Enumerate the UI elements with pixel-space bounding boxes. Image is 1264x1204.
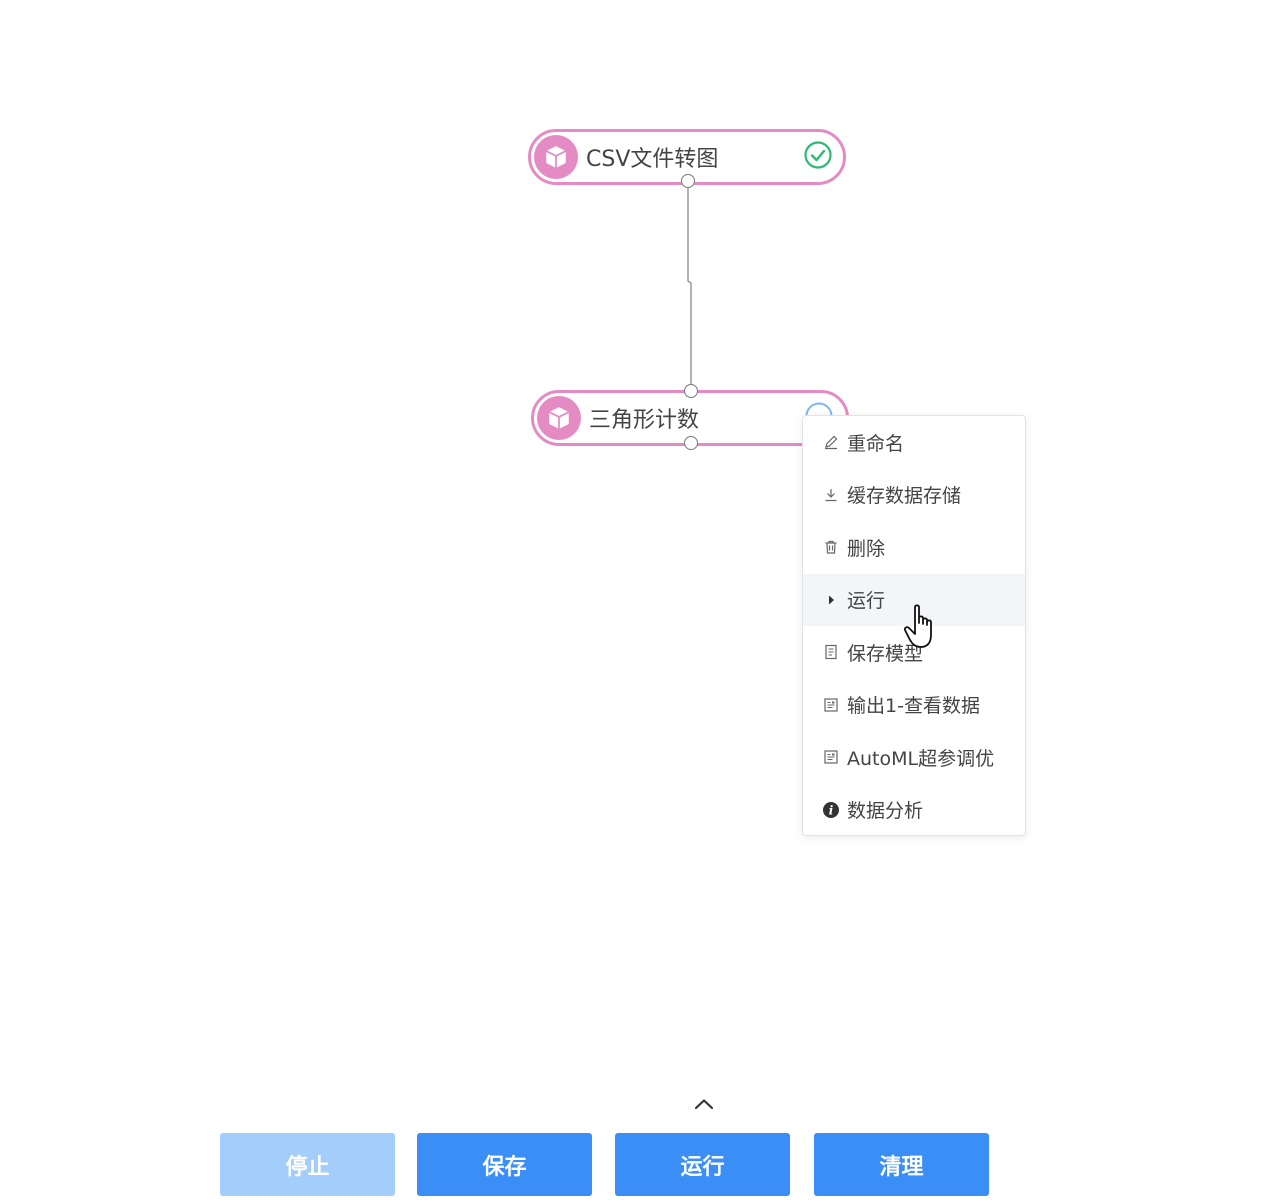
data-view-icon bbox=[822, 748, 840, 766]
menu-item-label: AutoML超参调优 bbox=[847, 747, 995, 770]
menu-item-automl-tuning[interactable]: AutoML超参调优 bbox=[803, 731, 1025, 784]
menu-item-run[interactable]: 运行 bbox=[803, 573, 1025, 626]
play-icon bbox=[822, 591, 840, 609]
stop-button[interactable]: 停止 bbox=[220, 1133, 395, 1196]
pencil-icon bbox=[822, 433, 840, 451]
run-button[interactable]: 运行 bbox=[615, 1133, 790, 1196]
menu-item-label: 缓存数据存储 bbox=[847, 485, 962, 508]
menu-item-label: 保存模型 bbox=[847, 642, 924, 665]
output-port[interactable] bbox=[684, 436, 698, 450]
menu-item-label: 删除 bbox=[847, 537, 886, 560]
info-icon: i bbox=[822, 801, 840, 819]
input-port[interactable] bbox=[684, 384, 698, 398]
menu-item-delete[interactable]: 删除 bbox=[803, 521, 1025, 574]
download-icon bbox=[822, 486, 840, 504]
node-label: CSV文件转图 bbox=[586, 147, 719, 172]
trash-icon bbox=[822, 538, 840, 556]
menu-item-rename[interactable]: 重命名 bbox=[803, 416, 1025, 469]
workflow-node-csv-to-graph[interactable]: CSV文件转图 bbox=[528, 129, 846, 185]
workflow-node-triangle-count[interactable]: 三角形计数 bbox=[531, 390, 849, 446]
menu-item-cache-storage[interactable]: 缓存数据存储 bbox=[803, 469, 1025, 522]
menu-item-view-output[interactable]: 输出1-查看数据 bbox=[803, 679, 1025, 732]
menu-item-label: 数据分析 bbox=[847, 800, 924, 823]
save-button[interactable]: 保存 bbox=[417, 1133, 592, 1196]
cube-icon bbox=[537, 396, 581, 440]
node-context-menu: 重命名 缓存数据存储 删除 运行 保存模型 bbox=[802, 415, 1026, 836]
chevron-up-icon[interactable] bbox=[690, 1092, 718, 1116]
data-view-icon bbox=[822, 696, 840, 714]
menu-item-label: 输出1-查看数据 bbox=[847, 695, 980, 718]
menu-item-save-model[interactable]: 保存模型 bbox=[803, 626, 1025, 679]
menu-item-label: 重命名 bbox=[847, 432, 905, 455]
cube-icon bbox=[534, 135, 578, 179]
output-port[interactable] bbox=[681, 174, 695, 188]
menu-item-label: 运行 bbox=[847, 590, 886, 613]
clear-button[interactable]: 清理 bbox=[814, 1133, 989, 1196]
menu-item-data-analysis[interactable]: i 数据分析 bbox=[803, 784, 1025, 837]
svg-text:i: i bbox=[829, 803, 834, 817]
document-icon bbox=[822, 643, 840, 661]
success-check-icon bbox=[803, 140, 833, 174]
node-label: 三角形计数 bbox=[589, 408, 700, 433]
